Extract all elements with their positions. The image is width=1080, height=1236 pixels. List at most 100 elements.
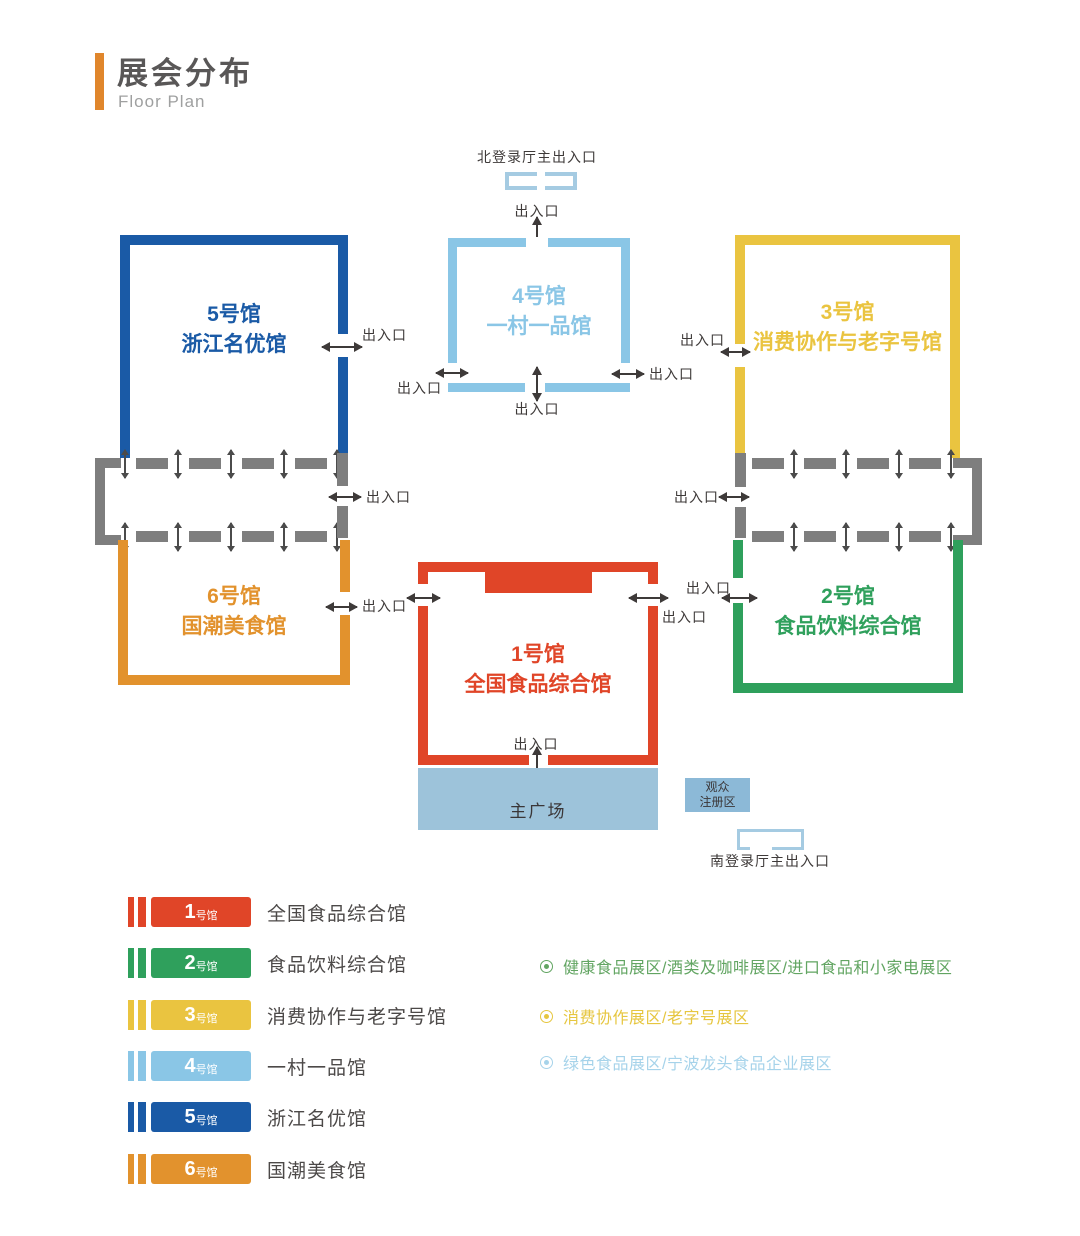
north-door-icon	[545, 172, 577, 190]
zone-text: 健康食品展区/酒类及咖啡展区/进口食品和小家电展区	[563, 960, 953, 977]
exit-label: 出入口	[513, 736, 559, 752]
wall-gap-patch	[647, 584, 659, 606]
hall-3-label: 3号馆 消费协作与老字号馆	[735, 298, 960, 358]
corridor-arrow	[280, 448, 288, 479]
wall-gap-patch	[526, 237, 548, 248]
entrance-arrow	[435, 368, 469, 378]
wall-gap-patch	[337, 334, 349, 357]
hall-2-label: 2号馆 食品饮料综合馆	[733, 582, 963, 642]
corridor-arrow	[842, 448, 851, 479]
legend-badge-number: 2	[184, 951, 196, 974]
page-title: 展会分布	[117, 56, 253, 91]
hall-6-number: 6号馆	[207, 585, 261, 608]
corridor-wall	[735, 453, 746, 487]
legend-bar-icon	[128, 948, 134, 978]
exit-label: 出入口	[649, 366, 694, 382]
corridor-arrow	[790, 521, 799, 552]
legend-bar-icon	[138, 1000, 146, 1030]
legend-badge-number: 5	[184, 1105, 196, 1128]
hall-4-label: 4号馆 一村一品馆	[448, 282, 630, 342]
corridor-arrow	[894, 448, 903, 479]
exit-label: 出入口	[362, 327, 407, 343]
visitor-registration-label: 注册区	[699, 795, 736, 809]
hall-2-name: 食品饮料综合馆	[774, 615, 922, 638]
corridor-arrow	[121, 448, 129, 479]
hall-6-label: 6号馆 国潮美食馆	[118, 582, 350, 642]
visitor-registration-label: 观众	[705, 780, 730, 794]
hall-6-name: 国潮美食馆	[181, 615, 287, 638]
corridor-arrow	[946, 448, 955, 479]
corridor-dash	[804, 458, 837, 469]
corridor-dash	[294, 531, 327, 542]
entrance-arrow	[628, 593, 669, 603]
wall-gap-patch	[732, 578, 744, 603]
zone-text: 绿色食品展区/宁波龙头食品企业展区	[563, 1056, 832, 1073]
bullseye-icon	[540, 1009, 553, 1023]
legend-name: 食品饮料综合馆	[267, 954, 408, 976]
corridor-arrow	[790, 448, 799, 479]
corridor-dash	[908, 531, 941, 542]
legend-name: 消费协作与老字号馆	[267, 1006, 448, 1028]
zone-note-hall3: 消费协作展区/老字号展区	[540, 1004, 749, 1028]
corridor-dash	[135, 458, 168, 469]
legend-badge-suffix: 号馆	[195, 1013, 218, 1025]
bullseye-icon	[540, 1055, 553, 1069]
legend-name: 全国食品综合馆	[267, 903, 408, 925]
hall-3-name: 消费协作与老字号馆	[753, 331, 942, 354]
corridor-dash	[752, 531, 784, 542]
corridor-dashed-wall	[121, 448, 341, 479]
hall-1-number: 1号馆	[511, 643, 565, 666]
corridor-dash	[856, 531, 889, 542]
wall-gap-patch	[750, 845, 772, 852]
legend-badge-number: 1	[184, 900, 196, 923]
legend-badge-suffix: 号馆	[195, 961, 218, 973]
legend-name: 浙江名优馆	[267, 1108, 368, 1130]
wall-gap-patch	[417, 584, 429, 606]
main-plaza: 主广场	[418, 768, 658, 830]
exit-label: 出入口	[680, 332, 725, 348]
entrance-arrow	[532, 366, 542, 402]
legend-badge-suffix: 号馆	[195, 1167, 218, 1179]
corridor-dash	[135, 531, 168, 542]
corridor-bracket	[95, 458, 121, 545]
entrance-arrow	[406, 593, 441, 603]
entrance-arrow	[718, 492, 750, 502]
corridor-dashed-wall	[752, 521, 955, 552]
corridor-wall	[337, 506, 348, 538]
exit-label: 出入口	[686, 580, 731, 596]
wall-gap-patch	[339, 592, 351, 615]
corridor-dash	[188, 531, 221, 542]
corridor-dash	[241, 531, 274, 542]
corridor-wall	[337, 453, 348, 486]
corridor-arrow	[174, 448, 182, 479]
entrance-arrow	[328, 492, 362, 502]
legend-name: 国潮美食馆	[267, 1160, 368, 1182]
page-subtitle: Floor Plan	[118, 92, 206, 111]
hall-1-name: 全国食品综合馆	[464, 673, 612, 696]
legend-bar-icon	[128, 1051, 134, 1081]
corridor-dashed-wall	[752, 448, 955, 479]
hall-4-name: 一村一品馆	[486, 315, 592, 338]
zone-note-hall2: 健康食品展区/酒类及咖啡展区/进口食品和小家电展区	[540, 954, 952, 978]
corridor-arrow	[842, 521, 851, 552]
legend-badge-number: 6	[184, 1157, 196, 1180]
corridor-arrow	[174, 521, 182, 552]
visitor-registration-box: 观众 注册区	[685, 778, 750, 812]
legend-name: 一村一品馆	[267, 1057, 368, 1079]
exit-label: 出入口	[514, 401, 560, 417]
corridor-dash	[188, 458, 221, 469]
corridor-wall	[735, 507, 746, 538]
legend-badge-suffix: 号馆	[195, 1115, 218, 1127]
wall-gap-patch	[529, 754, 548, 766]
exit-label: 出入口	[662, 609, 707, 625]
